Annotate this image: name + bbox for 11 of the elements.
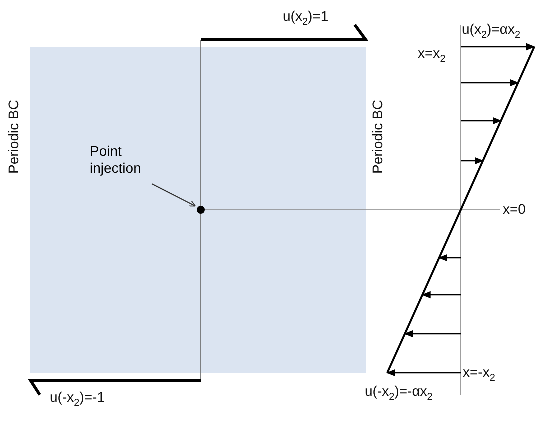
position-label: x=-x$_{2}$ <box>463 364 496 385</box>
velocity-label: u(x$_{2}$)=αx$_{2}$ <box>462 21 521 42</box>
position-label: x=x$_{2}$ <box>418 45 446 66</box>
boundary-condition-label: Periodic BC <box>6 100 22 174</box>
position-label: x=0 <box>503 201 526 218</box>
boundary-condition-label: Periodic BC <box>370 100 386 174</box>
velocity-label: u(-x$_{2}$)=-αx$_{2}$ <box>365 383 433 404</box>
boundary-label: u(x$_{2}$)=1 <box>283 8 329 29</box>
annotation-text: Point injection <box>90 143 170 177</box>
leader-line <box>152 184 196 207</box>
boundary-label: u(-x$_{2}$)=-1 <box>50 389 105 410</box>
